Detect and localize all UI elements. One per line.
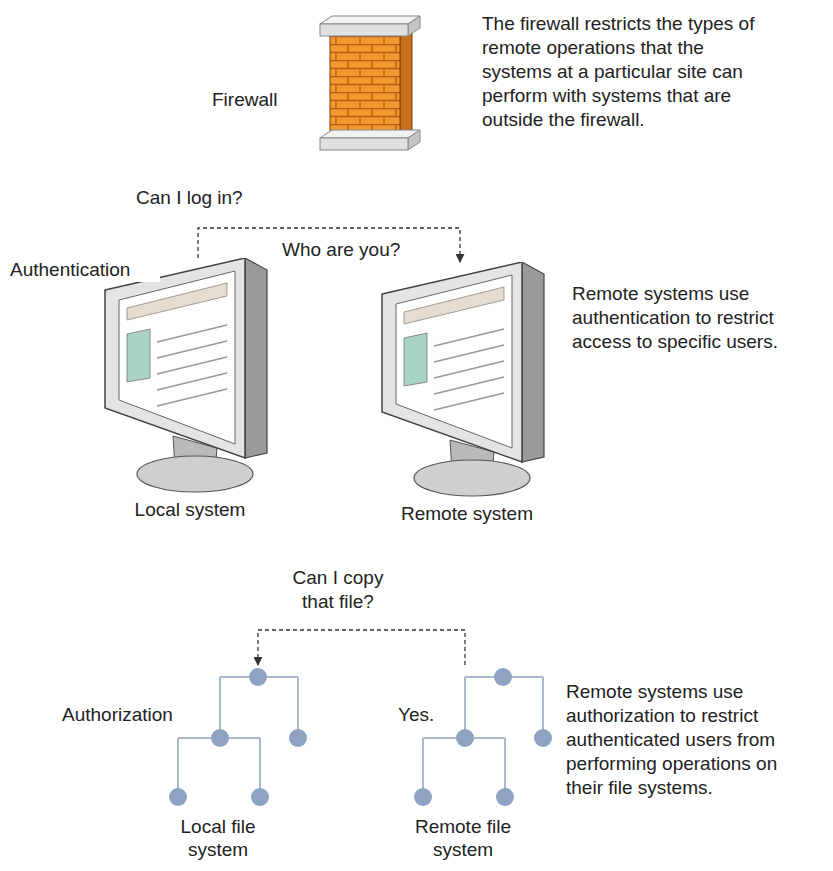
screen-line <box>434 329 504 346</box>
wall-base-side <box>408 130 420 150</box>
tree-node-dot <box>169 788 187 806</box>
monitor-frame <box>105 258 245 458</box>
tree-node-dot <box>494 668 512 686</box>
wall-cap-side <box>408 16 420 36</box>
tree-branch <box>464 677 466 738</box>
node-caption: Local file system <box>160 815 276 861</box>
monitor-base <box>137 456 253 492</box>
monitor-screen <box>396 275 512 448</box>
tree-node-dot <box>456 729 474 747</box>
firewall-icon <box>312 12 432 157</box>
tree-node-dot <box>251 788 269 806</box>
tree-branch <box>219 677 221 738</box>
wall-cap <box>320 24 408 36</box>
screen-line <box>434 377 504 394</box>
screen-line <box>157 373 227 390</box>
node-caption: Remote system <box>372 502 562 525</box>
screen-titlebar <box>404 287 504 324</box>
note-text: Firewall <box>212 88 312 112</box>
wall-base <box>320 138 408 150</box>
wall-side <box>400 28 412 138</box>
note-text: Remote systems use authorization to rest… <box>566 680 814 800</box>
note-text: Authorization <box>62 703 202 727</box>
tree-picture <box>405 665 565 815</box>
monitor-picture <box>95 258 285 498</box>
screen-line <box>434 361 504 378</box>
note-text: Who are you? <box>282 238 432 262</box>
screen-titlebar <box>127 283 227 320</box>
wall-cap-top <box>320 16 420 24</box>
node-caption: Remote file system <box>405 815 521 861</box>
tree-node-dot <box>211 729 229 747</box>
monitor-picture <box>372 262 562 502</box>
monitor-side <box>245 258 267 458</box>
note-text: Yes. <box>398 703 448 727</box>
tree-branch <box>297 677 299 738</box>
screen-line <box>157 389 227 406</box>
monitor-screen <box>119 271 235 444</box>
tree-picture <box>160 665 320 815</box>
computer-monitor: Local system <box>95 258 285 521</box>
brick-wall <box>330 36 400 138</box>
screen-line <box>434 393 504 410</box>
note-text: Remote systems use authentication to res… <box>572 282 822 354</box>
screen-line <box>157 357 227 374</box>
tree-node-dot <box>249 668 267 686</box>
node-caption: Local system <box>95 498 285 521</box>
wall-base-top <box>320 130 420 138</box>
screen-panel <box>127 329 150 382</box>
edge-label: Can I copy that file? <box>282 566 394 614</box>
note-text: The firewall restricts the types of remo… <box>482 12 772 132</box>
tree-node-dot <box>534 729 552 747</box>
tree-branch <box>542 677 544 738</box>
tree-node-dot <box>496 788 514 806</box>
screen-line <box>157 341 227 358</box>
dashed-request-arrow <box>198 228 460 262</box>
screen-line <box>434 345 504 362</box>
monitor-base <box>414 460 530 496</box>
file-system-tree: Local file system <box>160 665 320 861</box>
monitor-frame <box>382 262 522 462</box>
tree-node-dot <box>289 729 307 747</box>
computer-monitor: Remote system <box>372 262 562 525</box>
monitor-side <box>522 262 544 462</box>
edge-label: Can I log in? <box>136 186 296 210</box>
screen-line <box>157 325 227 342</box>
note-text: Authentication <box>10 258 160 282</box>
tree-node-dot <box>414 788 432 806</box>
dashed-request-arrow <box>258 630 465 665</box>
file-system-tree: Remote file system <box>405 665 565 861</box>
screen-panel <box>404 333 427 386</box>
